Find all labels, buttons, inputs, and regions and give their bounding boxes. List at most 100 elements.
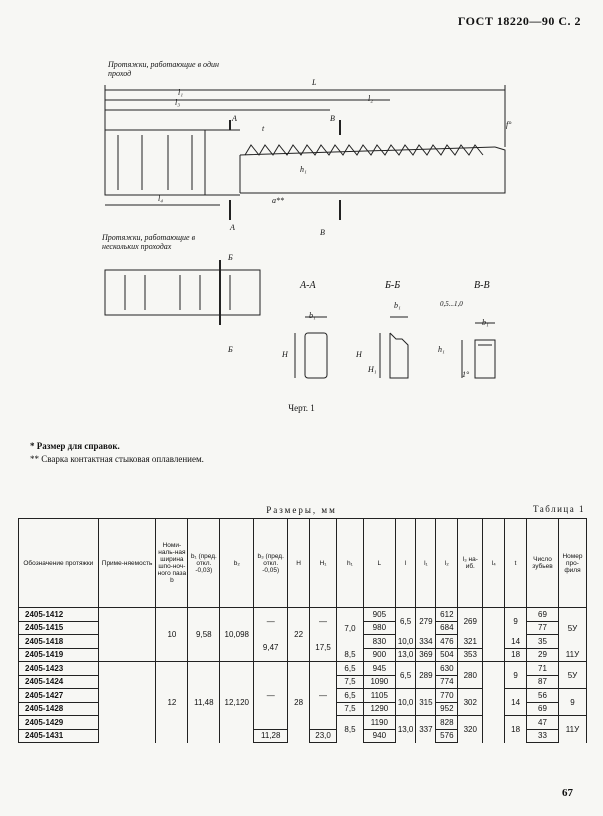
cell-L: 1190 (362, 715, 396, 730)
cell-l2: 828 (435, 715, 459, 730)
th-t: t (504, 518, 528, 608)
cell-b3: 9,47 (253, 634, 289, 662)
cell-b2: 10,098 (219, 607, 255, 662)
cell-applicability (97, 607, 157, 662)
cell-designation: 2405-1415 (18, 621, 99, 635)
cell-H1: — (309, 607, 338, 635)
cell-b3: 11,28 (253, 729, 289, 743)
section-be-b1: b₁ (394, 301, 401, 310)
dim-h1: h₁ (300, 165, 307, 174)
cell-h1: 7,5 (336, 675, 364, 689)
cell-b2: 12,120 (219, 661, 255, 743)
cell-l3: 302 (457, 688, 484, 716)
cell-l: 6,5 (394, 661, 417, 689)
table-row: 2405-1424 7,5 1090 774 87 (18, 675, 587, 689)
dim-l2: l₂ (368, 94, 374, 103)
th-b1: b₁ (пред. откл. -0,03) (187, 518, 221, 608)
section-title-ve-ve: В-В (474, 280, 490, 291)
dim-l4: l₄ (158, 194, 164, 203)
table-row: 2405-1427 6,5 1105 10,0 315 770 302 14 5… (18, 688, 588, 716)
section-title-be-be: Б-Б (385, 280, 401, 291)
th-b3: b₃ (пред. откл. -0,05) (253, 518, 289, 608)
cell-L: 1105 (362, 688, 396, 703)
cell-l2: 476 (435, 634, 459, 649)
section-be-h: H (356, 350, 362, 359)
th-applicability: Приме-няемость (97, 518, 157, 608)
cell-b3: — (253, 607, 289, 635)
table-header-row: Обозначение протяжки Приме-няемость Номи… (18, 518, 588, 608)
cell-l3: 280 (457, 661, 484, 689)
cell-designation: 2405-1412 (18, 607, 99, 622)
cell-l3: 269 (457, 607, 484, 635)
cell-h1: 6,5 (336, 661, 364, 676)
section-a-b1: b₁ (309, 311, 316, 320)
section-mark-b-bottom: B (320, 228, 325, 237)
technical-drawing (104, 85, 506, 379)
cell-L: 830 (362, 634, 396, 649)
table-title: Размеры, мм (266, 505, 337, 515)
cell-profile: 11У (557, 648, 588, 662)
th-H1: H₁ (309, 518, 338, 608)
cell-t: 14 (504, 688, 528, 716)
cell-teeth: 47 (526, 715, 559, 730)
note-welding: ** Сварка контактная стыковая оплавление… (30, 454, 204, 464)
cell-designation: 2405-1431 (18, 729, 99, 743)
section-mark-b-top: B (330, 114, 335, 123)
section-title-a-a: А-А (300, 280, 316, 291)
cell-teeth: 56 (526, 688, 559, 703)
th-l1: l₁ (415, 518, 437, 608)
cell-H1: 17,5 (309, 634, 338, 662)
cell-designation: 2405-1427 (18, 688, 99, 703)
cell-h1: 6,5 (336, 688, 364, 703)
dim-l1: l₁ (178, 88, 184, 97)
cell-h1: 7,5 (336, 702, 364, 716)
cell-l4 (482, 661, 506, 743)
section-ve-b1: b₁ (482, 318, 489, 327)
section-mark-a-top: A (232, 114, 237, 123)
cell-H: 28 (287, 661, 311, 743)
table-row: 2405-1423 12 11,48 12,120 — 28 — 6,5 945… (18, 661, 588, 743)
cell-designation: 2405-1419 (18, 648, 99, 662)
cell-b: 10 (155, 607, 189, 662)
cell-teeth: 77 (526, 621, 559, 635)
cell-t: 9 (504, 607, 528, 635)
cell-l: 6,5 (394, 607, 417, 635)
cell-t: 9 (504, 661, 528, 689)
table-row: 2405-1419 8,5 900 13,0 369 504 353 18 29… (18, 648, 588, 662)
th-l3: l₃ на-иб. (457, 518, 484, 608)
cell-teeth: 69 (526, 607, 559, 622)
cell-l1: 337 (415, 715, 437, 743)
cell-b: 12 (155, 661, 189, 743)
cell-l2: 504 (435, 648, 459, 662)
th-profile: Номер про-филя (557, 518, 588, 608)
cell-b1: 11,48 (187, 661, 221, 743)
cell-profile: 9 (557, 688, 588, 716)
cell-l3: 353 (457, 648, 484, 662)
cell-l2: 770 (435, 688, 459, 703)
table-number: Таблица 1 (533, 504, 585, 514)
note-reference: * Размер для справок. (30, 441, 120, 451)
cell-H1: 23,0 (309, 729, 338, 743)
cell-l: 13,0 (394, 648, 417, 662)
cell-L: 905 (362, 607, 396, 622)
th-teeth: Число зубьев (526, 518, 559, 608)
label-multi-pass: Протяжки, работающие в нескольких проход… (102, 233, 196, 251)
cell-l: 10,0 (394, 634, 417, 649)
th-h1: h₁ (336, 518, 364, 608)
table-row: 2405-1429 8,5 1190 13,0 337 828 320 18 4… (18, 715, 588, 743)
cell-l4 (482, 607, 506, 662)
cell-l1: 334 (415, 634, 437, 649)
cell-teeth: 71 (526, 661, 559, 676)
label-single-pass: Протяжки, работающие в один проход (108, 60, 219, 78)
section-ve-angle: 1° (462, 370, 470, 379)
cell-profile: 5У (557, 661, 588, 689)
cell-b3: — (253, 661, 289, 730)
cell-t: 18 (504, 715, 528, 743)
table-row: 2405-1415 980 684 77 (18, 621, 587, 635)
dim-l3: l₃ (175, 98, 181, 107)
section-ve-h1: h₁ (438, 345, 445, 354)
cell-teeth: 33 (526, 729, 559, 743)
cell-designation: 2405-1428 (18, 702, 99, 716)
cell-l1: 279 (415, 607, 437, 635)
cell-l2: 630 (435, 661, 459, 676)
